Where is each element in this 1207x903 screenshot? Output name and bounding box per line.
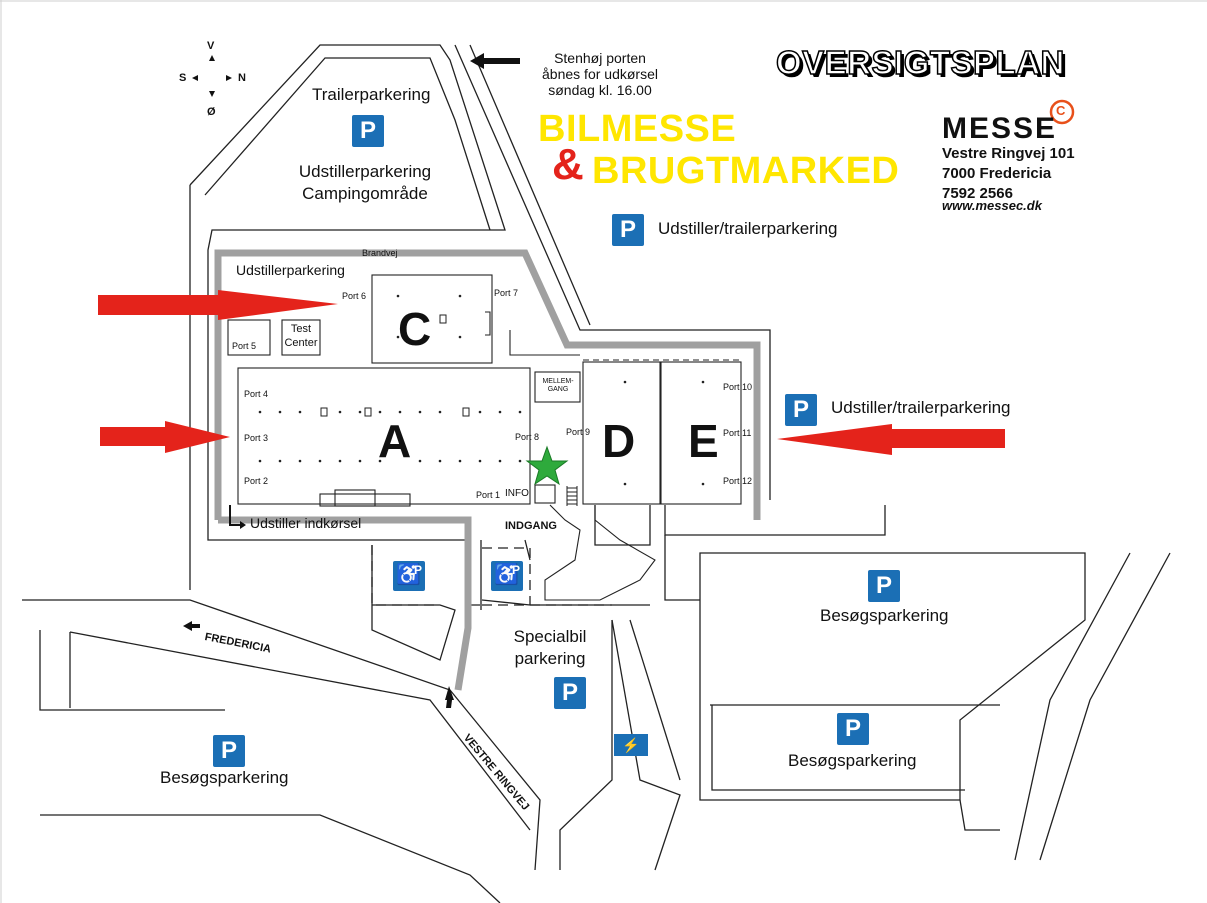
port-label: Port 10	[723, 382, 753, 392]
messe-logo: MESSE	[942, 112, 1058, 145]
entrance-label: INDGANG	[505, 520, 557, 532]
parking-icon: P	[352, 115, 384, 147]
mellemgang-line1: MELLEM-	[542, 378, 574, 385]
test-center-box	[281, 319, 321, 356]
page-title: OVERSIGTSPLAN	[775, 43, 1065, 82]
event-title-line1: BILMESSE	[538, 108, 737, 150]
entrance-stairs	[566, 486, 578, 506]
parking-icon: P	[868, 570, 900, 602]
compass-icon	[192, 55, 232, 97]
hall-dots	[258, 294, 705, 486]
handicap-parking-icon: ♿P	[491, 561, 523, 591]
hall-e-label: E	[688, 415, 719, 467]
port-label: Port 4	[244, 389, 269, 399]
hall-columns	[320, 314, 470, 417]
test-center-label: Test Center	[282, 322, 320, 350]
port-label: Port 3	[244, 433, 269, 443]
hall-a-label: A	[378, 415, 412, 467]
visitor-parking-right-top-label: Besøgsparkering	[820, 606, 949, 625]
info-label: INFO	[505, 488, 529, 499]
gate-notice-line2: åbnes for udkørsel	[542, 66, 658, 82]
compass-north: N	[238, 72, 246, 84]
parking-icon: P	[554, 677, 586, 709]
mellemgang-line2: GANG	[547, 386, 569, 393]
hall-dividers	[583, 359, 740, 504]
event-title-line2: BRUGTMARKED	[592, 150, 900, 192]
handicap-parking-icon: ♿P	[393, 561, 425, 591]
compass-west: V	[207, 40, 215, 52]
copyright-letter: C	[1056, 103, 1066, 118]
port-label: Port 9	[566, 427, 591, 437]
parking-icon: P	[213, 735, 245, 767]
visitor-dashed-routes	[371, 545, 612, 606]
red-arrow-icon	[98, 290, 1005, 455]
compass-south: S	[179, 72, 187, 84]
exhibitor-camping-line1: Udstillerparkering	[298, 162, 432, 181]
gate-notice: Stenhøj porten åbnes for udkørsel søndag…	[515, 50, 685, 98]
parking-icon: P	[785, 394, 817, 426]
address-line2: 7000 Fredericia	[942, 165, 1052, 182]
port-label: Port 12	[723, 476, 753, 486]
exhibitor-parking-inner-label: Udstillerparkering	[236, 262, 345, 278]
exhibitor-entry-label: Udstiller indkørsel	[250, 515, 362, 531]
special-parking-line2: parkering	[514, 649, 586, 668]
hall-d-label: D	[602, 415, 636, 467]
hall-c-building	[371, 274, 493, 364]
compass-east: Ø	[207, 106, 216, 118]
visitor-parking-left-label: Besøgsparkering	[160, 768, 289, 787]
brandvej-label: Brandvej	[362, 248, 398, 258]
copyright-mark-icon	[1049, 99, 1075, 125]
special-parking-label: Specialbil parkering	[495, 626, 605, 670]
exhibitor-trailer-top-label: Udstiller/trailerparkering	[658, 219, 838, 238]
hall-c-label: C	[398, 303, 432, 355]
port-label: Port 8	[515, 432, 540, 442]
address-line1: Vestre Ringvej 101	[942, 145, 1075, 162]
special-parking-line1: Specialbil	[513, 627, 587, 646]
parking-icon: P	[837, 713, 869, 745]
visitor-parking-right-bottom-label: Besøgsparkering	[788, 751, 917, 770]
event-title-ampersand: &	[552, 140, 584, 189]
gate-notice-line1: Stenhøj porten	[554, 50, 646, 66]
port-label: Port 2	[244, 476, 269, 486]
port-label: Port 5	[232, 341, 257, 351]
black-arrow-icon	[183, 53, 520, 708]
exhibitor-camping-line2: Campingområde	[302, 184, 428, 203]
parking-icon: P	[612, 214, 644, 246]
exhibitor-camping-label: Udstillerparkering Campingområde	[280, 161, 450, 205]
mellemgang-box	[534, 371, 581, 403]
exhibitor-route	[214, 249, 761, 520]
ev-charging-icon: ⚡	[614, 734, 648, 756]
phone-number: 7592 2566	[942, 185, 1013, 202]
mellemgang-label: MELLEM- GANG	[534, 378, 582, 394]
test-center-line2: Center	[284, 337, 318, 349]
test-center-line1: Test	[290, 323, 312, 335]
trailer-parking-label: Trailerparkering	[312, 85, 431, 104]
port-label: Port 6	[342, 291, 367, 301]
hall-a-building	[237, 367, 531, 505]
port-label: Port 7	[494, 288, 519, 298]
port-5-box	[227, 319, 271, 356]
info-box	[534, 484, 556, 504]
port-label: Port 11	[723, 428, 752, 438]
hall-e-building	[660, 361, 742, 505]
exhibitor-route-exit	[218, 516, 472, 691]
port-label: Port 1	[476, 490, 501, 500]
info-star-icon	[525, 445, 569, 486]
exhibitor-trailer-right-label: Udstiller/trailerparkering	[831, 398, 1011, 417]
gate-notice-line3: søndag kl. 16.00	[548, 82, 652, 98]
website-url: www.messec.dk	[942, 198, 1042, 213]
